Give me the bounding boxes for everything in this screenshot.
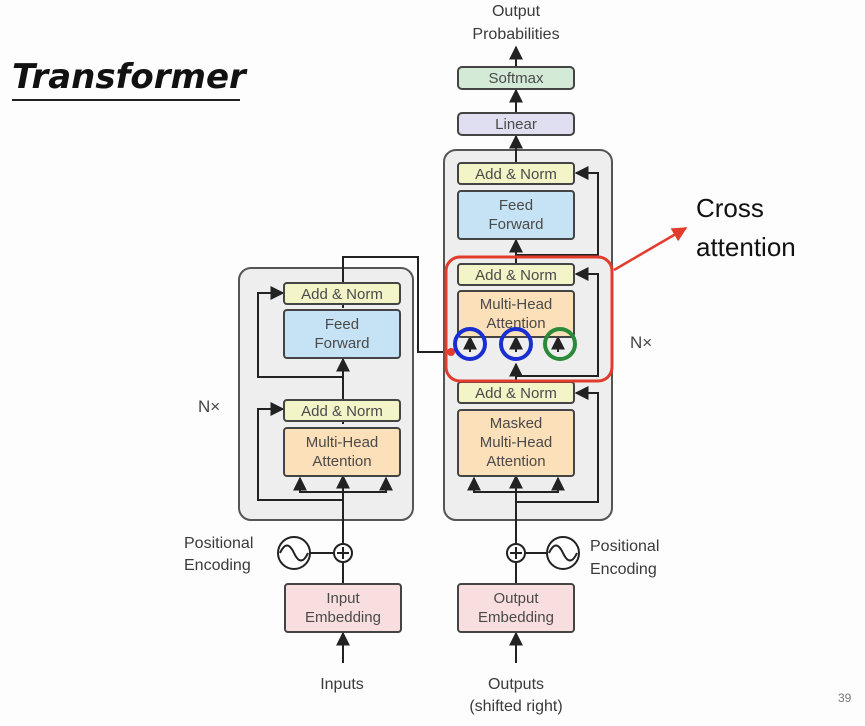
decoder-feed-forward [457, 190, 575, 240]
decoder-add-symbol-cross [510, 547, 522, 559]
encoder-add-norm-top [283, 282, 401, 305]
decoder-feed-forward-line2: Forward [488, 216, 543, 233]
softmax-label: Softmax [488, 70, 544, 87]
encoder-positional-line1: Positional [184, 535, 253, 552]
softmax-block [457, 66, 575, 90]
decoder-outputs-line1: Outputs [488, 676, 544, 693]
encoder-feed-forward-line1: Feed [325, 316, 359, 333]
decoder-masked-attention [457, 409, 575, 477]
encoder-add-norm-bottom [283, 399, 401, 422]
encoder-embedding-line1: Input [326, 590, 360, 607]
decoder-add-norm-top [457, 162, 575, 185]
decoder-positional-wave-curve [548, 544, 578, 562]
encoder-feed-forward-line2: Forward [314, 335, 369, 352]
output-probabilities-line2: Probabilities [472, 26, 559, 43]
connection-dot [447, 348, 455, 356]
encoder-feed-forward [283, 309, 401, 359]
decoder-embedding-line1: Output [493, 590, 539, 607]
decoder-add-norm-top-label: Add & Norm [475, 166, 557, 183]
cross-attention-highlight [444, 255, 614, 383]
encoder-positional-wave-curve [279, 544, 309, 562]
query-circle-green [543, 327, 577, 361]
encoder-repeat-label: N× [198, 397, 220, 416]
encoder-attention-line2: Attention [312, 453, 371, 470]
decoder-embedding-line2: Embedding [478, 609, 554, 626]
callout-text-line1: Cross [696, 193, 764, 223]
decoder-cross-attention-line2: Attention [486, 315, 545, 332]
encoder-input-embedding [284, 583, 402, 633]
slide-title: Transformer [12, 57, 248, 97]
decoder-output-embedding [457, 583, 575, 633]
encoder-positional-line2: Encoding [184, 557, 251, 574]
linear-label: Linear [495, 116, 537, 133]
encoder-add-symbol-cross [337, 547, 349, 559]
decoder-masked-line2: Multi-Head [480, 434, 553, 451]
page-number: 39 [838, 691, 852, 705]
decoder-repeat-label: N× [630, 333, 652, 352]
encoder-multi-head-attention [283, 427, 401, 477]
decoder-add-norm-bottom-label: Add & Norm [475, 385, 557, 402]
output-probabilities-line1: Output [492, 3, 541, 20]
value-circle-blue [499, 327, 533, 361]
decoder-feed-forward-line1: Feed [499, 197, 533, 214]
decoder-positional-line1: Positional [590, 538, 659, 555]
decoder-cross-attention-line1: Multi-Head [480, 296, 553, 313]
decoder-masked-line1: Masked [490, 415, 543, 432]
callout-text-line2: attention [696, 232, 796, 262]
decoder-cross-attention [457, 290, 575, 338]
encoder-add-norm-top-label: Add & Norm [301, 286, 383, 303]
encoder-attention-line1: Multi-Head [306, 434, 379, 451]
decoder-outputs-line2: (shifted right) [469, 698, 562, 715]
encoder-inputs-label: Inputs [320, 676, 364, 693]
decoder-masked-line3: Attention [486, 453, 545, 470]
decoder-positional-line2: Encoding [590, 561, 657, 578]
key-circle-blue [453, 327, 487, 361]
encoder-embedding-line2: Embedding [305, 609, 381, 626]
encoder-add-norm-bottom-label: Add & Norm [301, 403, 383, 420]
decoder-add-norm-mid [457, 263, 575, 286]
linear-block [457, 112, 575, 136]
decoder-add-norm-mid-label: Add & Norm [475, 267, 557, 284]
callout-arrow [613, 226, 688, 272]
